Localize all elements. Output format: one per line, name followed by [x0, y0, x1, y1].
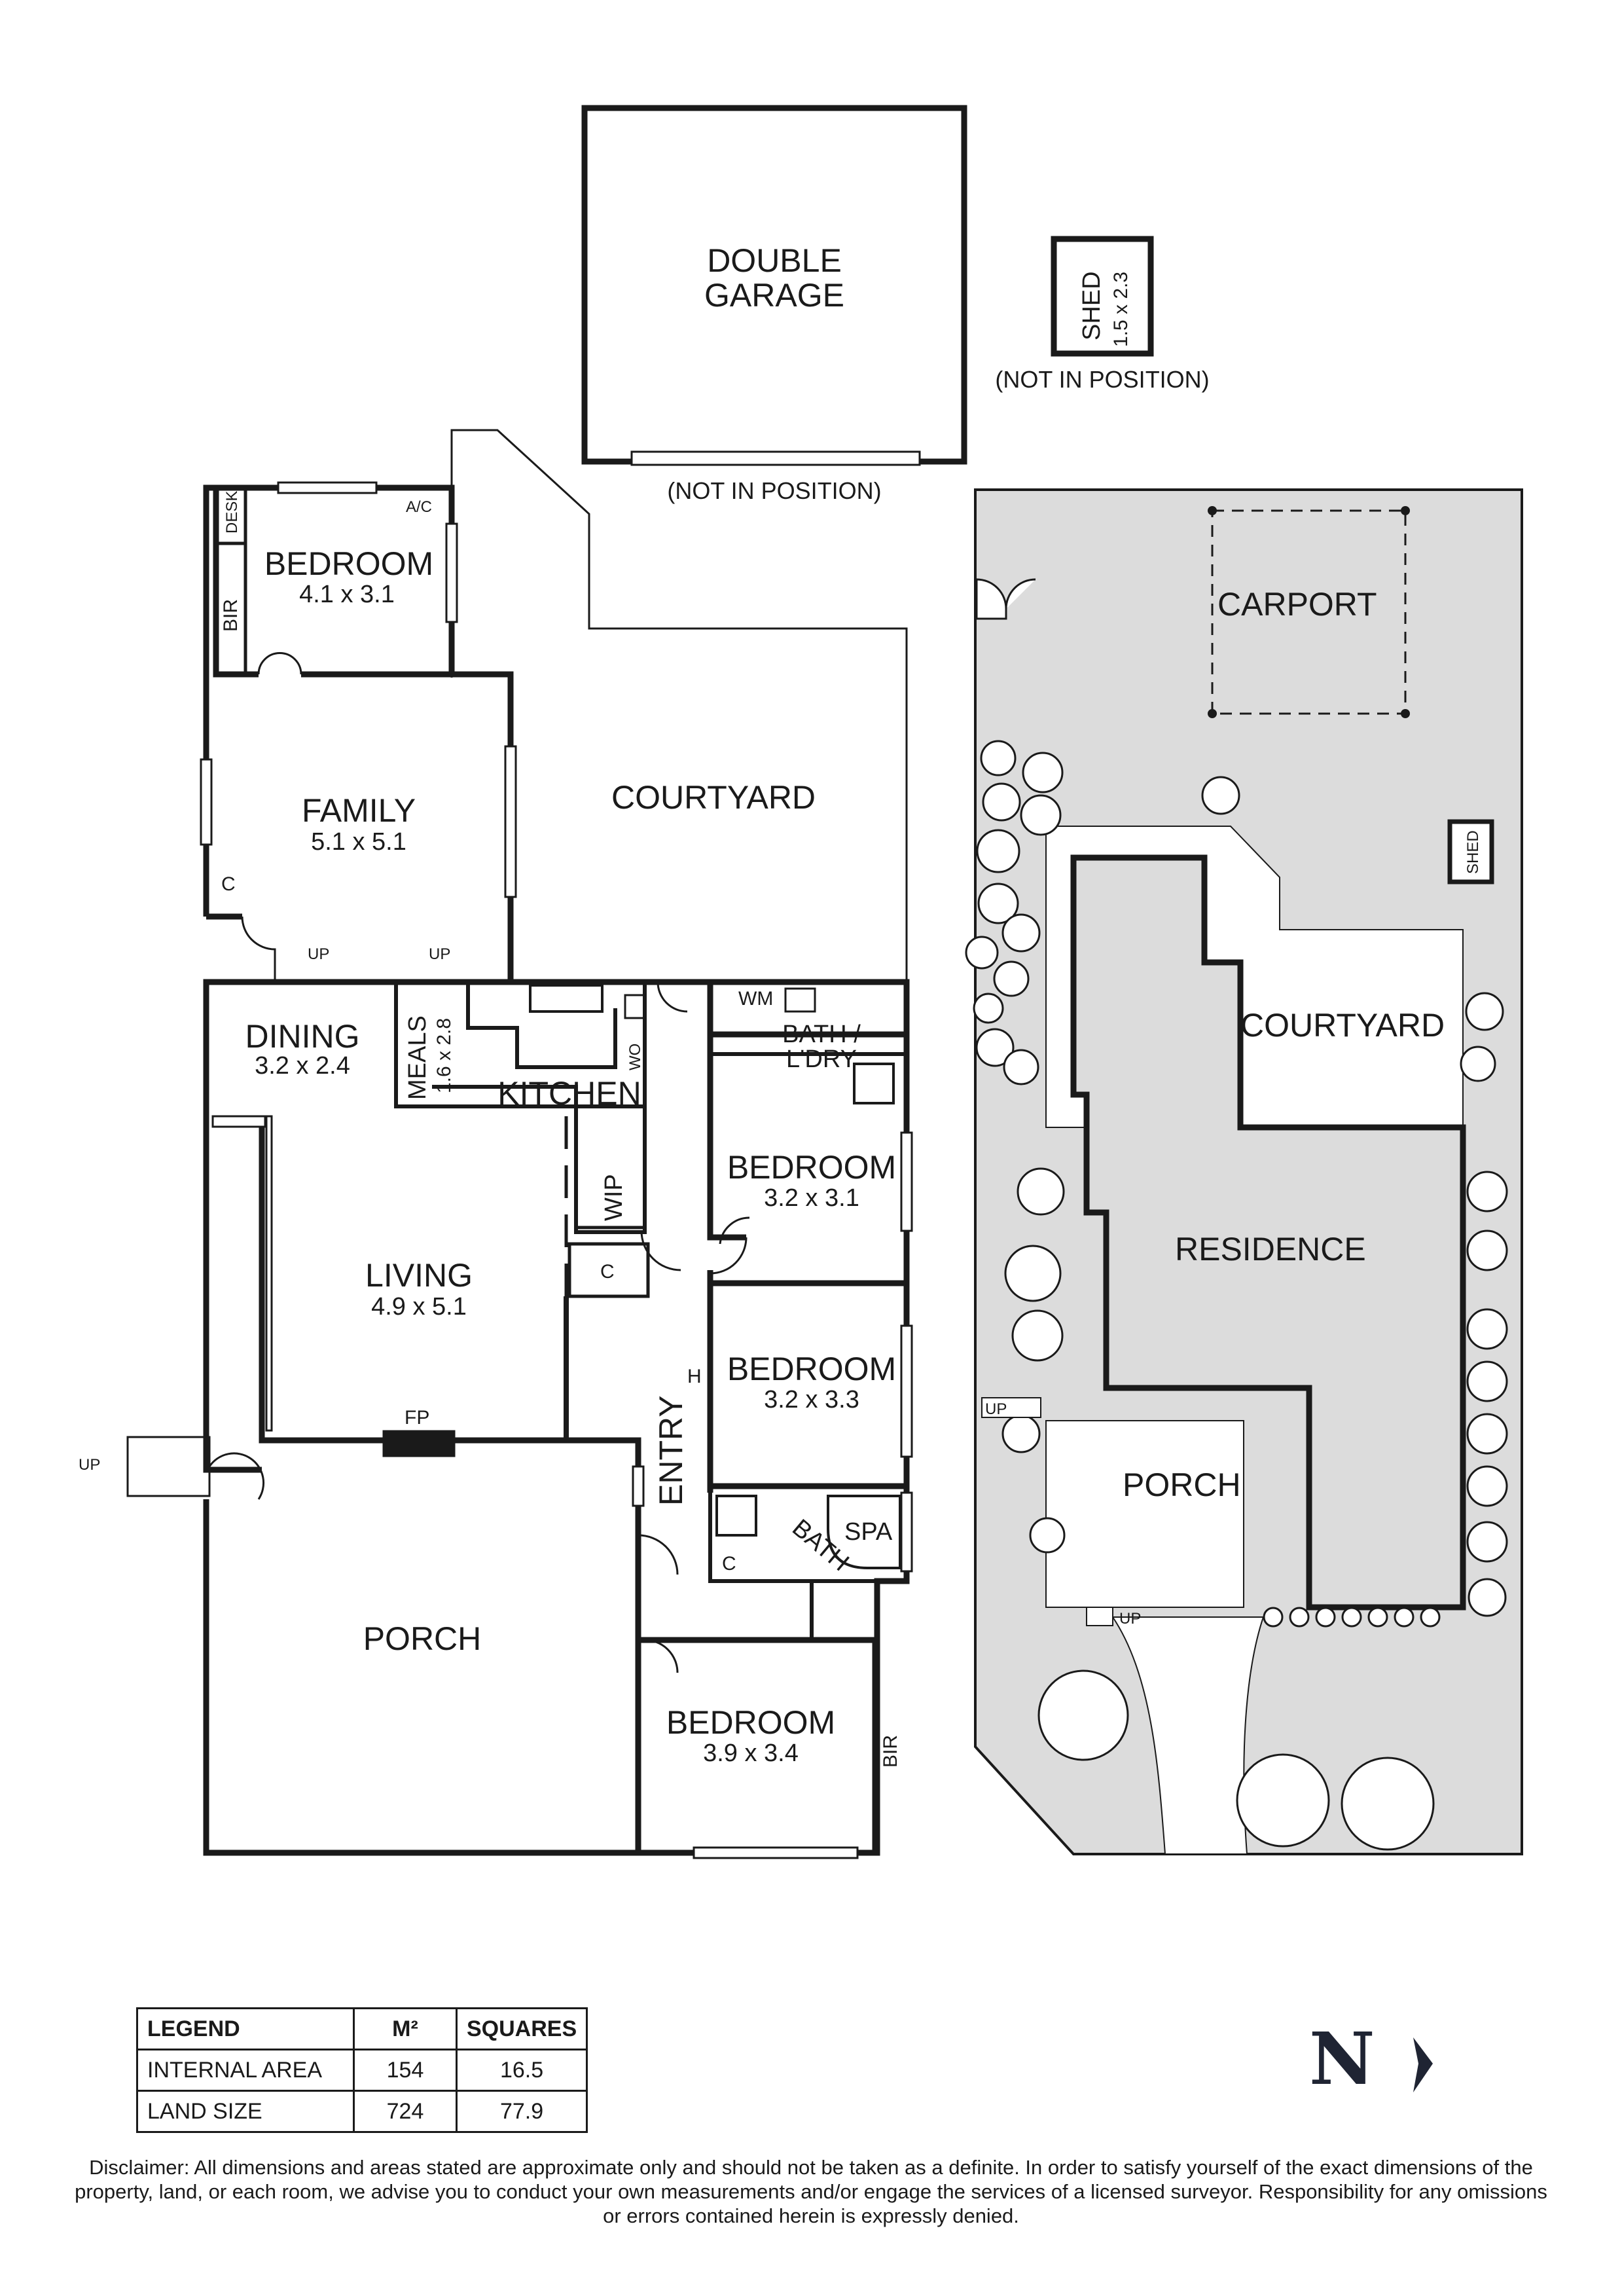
- carport-label: CARPORT: [1217, 586, 1377, 623]
- kitchen-label: KITCHEN: [497, 1075, 641, 1112]
- bedroom3-label: BEDROOM: [727, 1351, 896, 1387]
- spa-label: SPA: [844, 1518, 893, 1546]
- h-label: H: [687, 1366, 702, 1387]
- residence-footprint: [1070, 854, 1466, 1611]
- family-label: FAMILY: [302, 792, 416, 829]
- legend-row-m2: 154: [353, 2049, 458, 2092]
- trees: [965, 740, 1508, 1851]
- legend-row-squares: 16.5: [455, 2049, 588, 2092]
- up-label-1: UP: [308, 945, 329, 963]
- shed-outline: [1051, 236, 1154, 357]
- site-porch-label: PORCH: [1123, 1467, 1241, 1503]
- disclaimer-text: Disclaimer: All dimensions and areas sta…: [75, 2156, 1547, 2227]
- shed-not-in-position: (NOT IN POSITION): [995, 366, 1209, 393]
- wip-label: WIP: [600, 1174, 628, 1221]
- courtyard-label: COURTYARD: [611, 779, 816, 816]
- house-floor-plan: [126, 429, 913, 1859]
- desk-label: DESK: [223, 491, 241, 534]
- meals-label: MEALS: [404, 1015, 431, 1100]
- bedroom4-label: BEDROOM: [666, 1704, 835, 1741]
- site-porch: [1045, 1420, 1244, 1608]
- bedroom1-dimensions: 4.1 x 3.1: [299, 581, 395, 608]
- site-plan: UP UP CARPORT COURTYARD RESIDENCE PORCH …: [965, 488, 1523, 1855]
- site-shed: [1447, 819, 1494, 884]
- table-row: LAND SIZE 724 77.9: [136, 2090, 588, 2133]
- fp-label: FP: [405, 1407, 429, 1429]
- c-label-1: C: [221, 873, 236, 895]
- c-label-2: C: [600, 1261, 615, 1283]
- meals-dimensions: 1.6 x 2.8: [433, 1018, 455, 1093]
- bedroom2-label: BEDROOM: [727, 1149, 896, 1186]
- table-row: INTERNAL AREA 154 16.5: [136, 2049, 588, 2092]
- porch-label: PORCH: [363, 1620, 482, 1657]
- wo-label: WO: [626, 1044, 644, 1070]
- north-label: N: [1309, 2016, 1375, 2101]
- carport-outline: [1211, 509, 1407, 715]
- garage-label-2: GARAGE: [704, 277, 844, 314]
- residence-label: RESIDENCE: [1175, 1231, 1366, 1267]
- garage-label-1: DOUBLE: [707, 242, 842, 279]
- site-courtyard-label: COURTYARD: [1240, 1007, 1445, 1044]
- dining-dimensions: 3.2 x 2.4: [255, 1052, 350, 1080]
- bir-label-2: BIR: [880, 1735, 901, 1768]
- legend-row-label: LAND SIZE: [136, 2090, 355, 2133]
- legend-row-squares: 77.9: [455, 2090, 588, 2133]
- north-indicator: N: [1309, 2016, 1435, 2101]
- c-label-3: C: [722, 1553, 736, 1575]
- legend-header-row: LEGEND M² SQUARES: [136, 2007, 588, 2050]
- legend-row-label: INTERNAL AREA: [136, 2049, 355, 2092]
- house-labels: BEDROOM 4.1 x 3.1 DESK BIR A/C FAMILY 5.…: [79, 491, 901, 1768]
- ac-label: A/C: [406, 498, 432, 516]
- bath-laundry-label-2: L'DRY: [786, 1046, 857, 1073]
- garage-block: DOUBLE GARAGE (NOT IN POSITION) SHED 1.5…: [581, 105, 1210, 504]
- family-dimensions: 5.1 x 5.1: [311, 828, 406, 856]
- legend-header-m2: M²: [353, 2007, 458, 2050]
- site-up-2: UP: [1119, 1610, 1141, 1628]
- wm-label: WM: [738, 988, 773, 1010]
- living-label: LIVING: [365, 1257, 473, 1294]
- bath-laundry-label-1: BATH /: [782, 1021, 861, 1048]
- site-shed-label: SHED: [1464, 830, 1482, 874]
- bedroom1-label: BEDROOM: [264, 545, 433, 582]
- garage-not-in-position: (NOT IN POSITION): [667, 477, 881, 504]
- shed-dimensions: 1.5 x 2.3: [1110, 272, 1132, 347]
- legend-header-legend: LEGEND: [136, 2007, 355, 2050]
- bedroom3-dimensions: 3.2 x 3.3: [764, 1386, 859, 1413]
- bir-label-1: BIR: [220, 599, 242, 632]
- legend-row-m2: 724: [353, 2090, 458, 2133]
- living-dimensions: 4.9 x 5.1: [371, 1293, 467, 1321]
- courtyard-outline: [450, 429, 908, 982]
- up-label-3: UP: [79, 1456, 100, 1474]
- bedroom2-dimensions: 3.2 x 3.1: [764, 1184, 859, 1212]
- entry-label: ENTRY: [653, 1395, 689, 1506]
- legend-table: LEGEND M² SQUARES INTERNAL AREA 154 16.5…: [136, 2007, 588, 2133]
- north-arrow-icon: [1413, 2037, 1433, 2093]
- site-up-1: UP: [985, 1400, 1007, 1418]
- dining-label: DINING: [245, 1018, 360, 1055]
- site-driveway: [1111, 1616, 1265, 1855]
- legend-header-squares: SQUARES: [455, 2007, 588, 2050]
- shed-label: SHED: [1078, 271, 1106, 340]
- up-label-2: UP: [429, 945, 450, 963]
- bedroom4-dimensions: 3.9 x 3.4: [703, 1740, 799, 1767]
